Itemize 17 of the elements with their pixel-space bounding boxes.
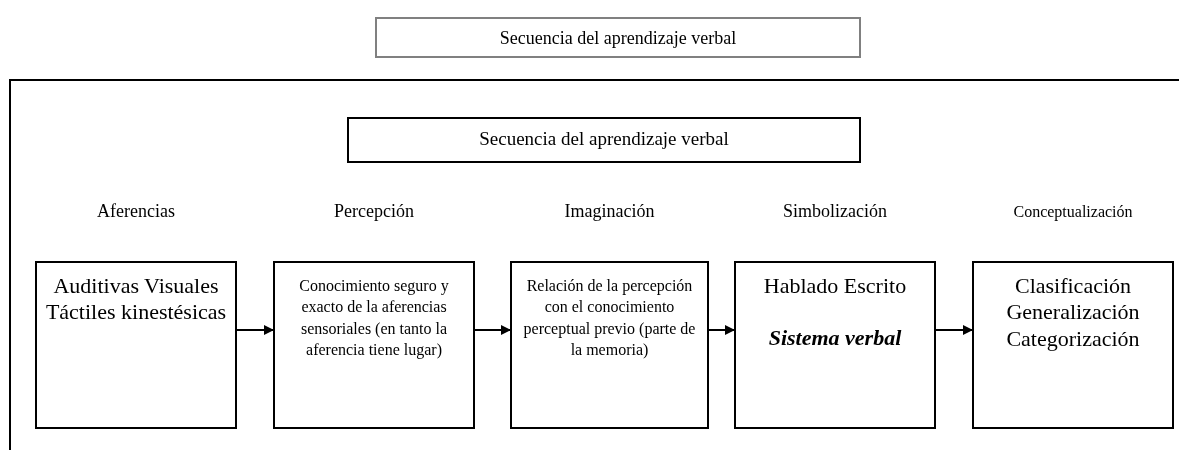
- box-text: Clasificación Generalización Categorización: [1005, 273, 1141, 353]
- stage-heading: Simbolización: [782, 201, 888, 222]
- arrow: [708, 325, 735, 335]
- arrow: [236, 325, 274, 335]
- emphasis-text: Sistema verbal: [767, 325, 903, 352]
- arrow: [474, 325, 511, 335]
- box-text: Conocimiento seguro y exacto de la aferencias sensoriales (en tanto la aferencia tiene lugar): [298, 276, 450, 361]
- arrow: [935, 325, 973, 335]
- stage-heading: Aferencias: [96, 201, 176, 222]
- stage-heading: Percepción: [333, 201, 415, 222]
- box-text: Auditivas Visuales Táctiles kinestésicas: [45, 273, 227, 326]
- box-text: Relación de la percepción con el conocimiento perceptual previo (parte de la memoria): [522, 276, 697, 361]
- stage-heading: Conceptualización: [1012, 203, 1134, 221]
- title-box: Secuencia del aprendizaje verbal: [347, 117, 861, 163]
- stage-heading: Imaginación: [563, 201, 656, 222]
- title-box: Secuencia del aprendizaje verbal: [375, 17, 861, 58]
- box-text: Hablado Escrito: [762, 273, 908, 300]
